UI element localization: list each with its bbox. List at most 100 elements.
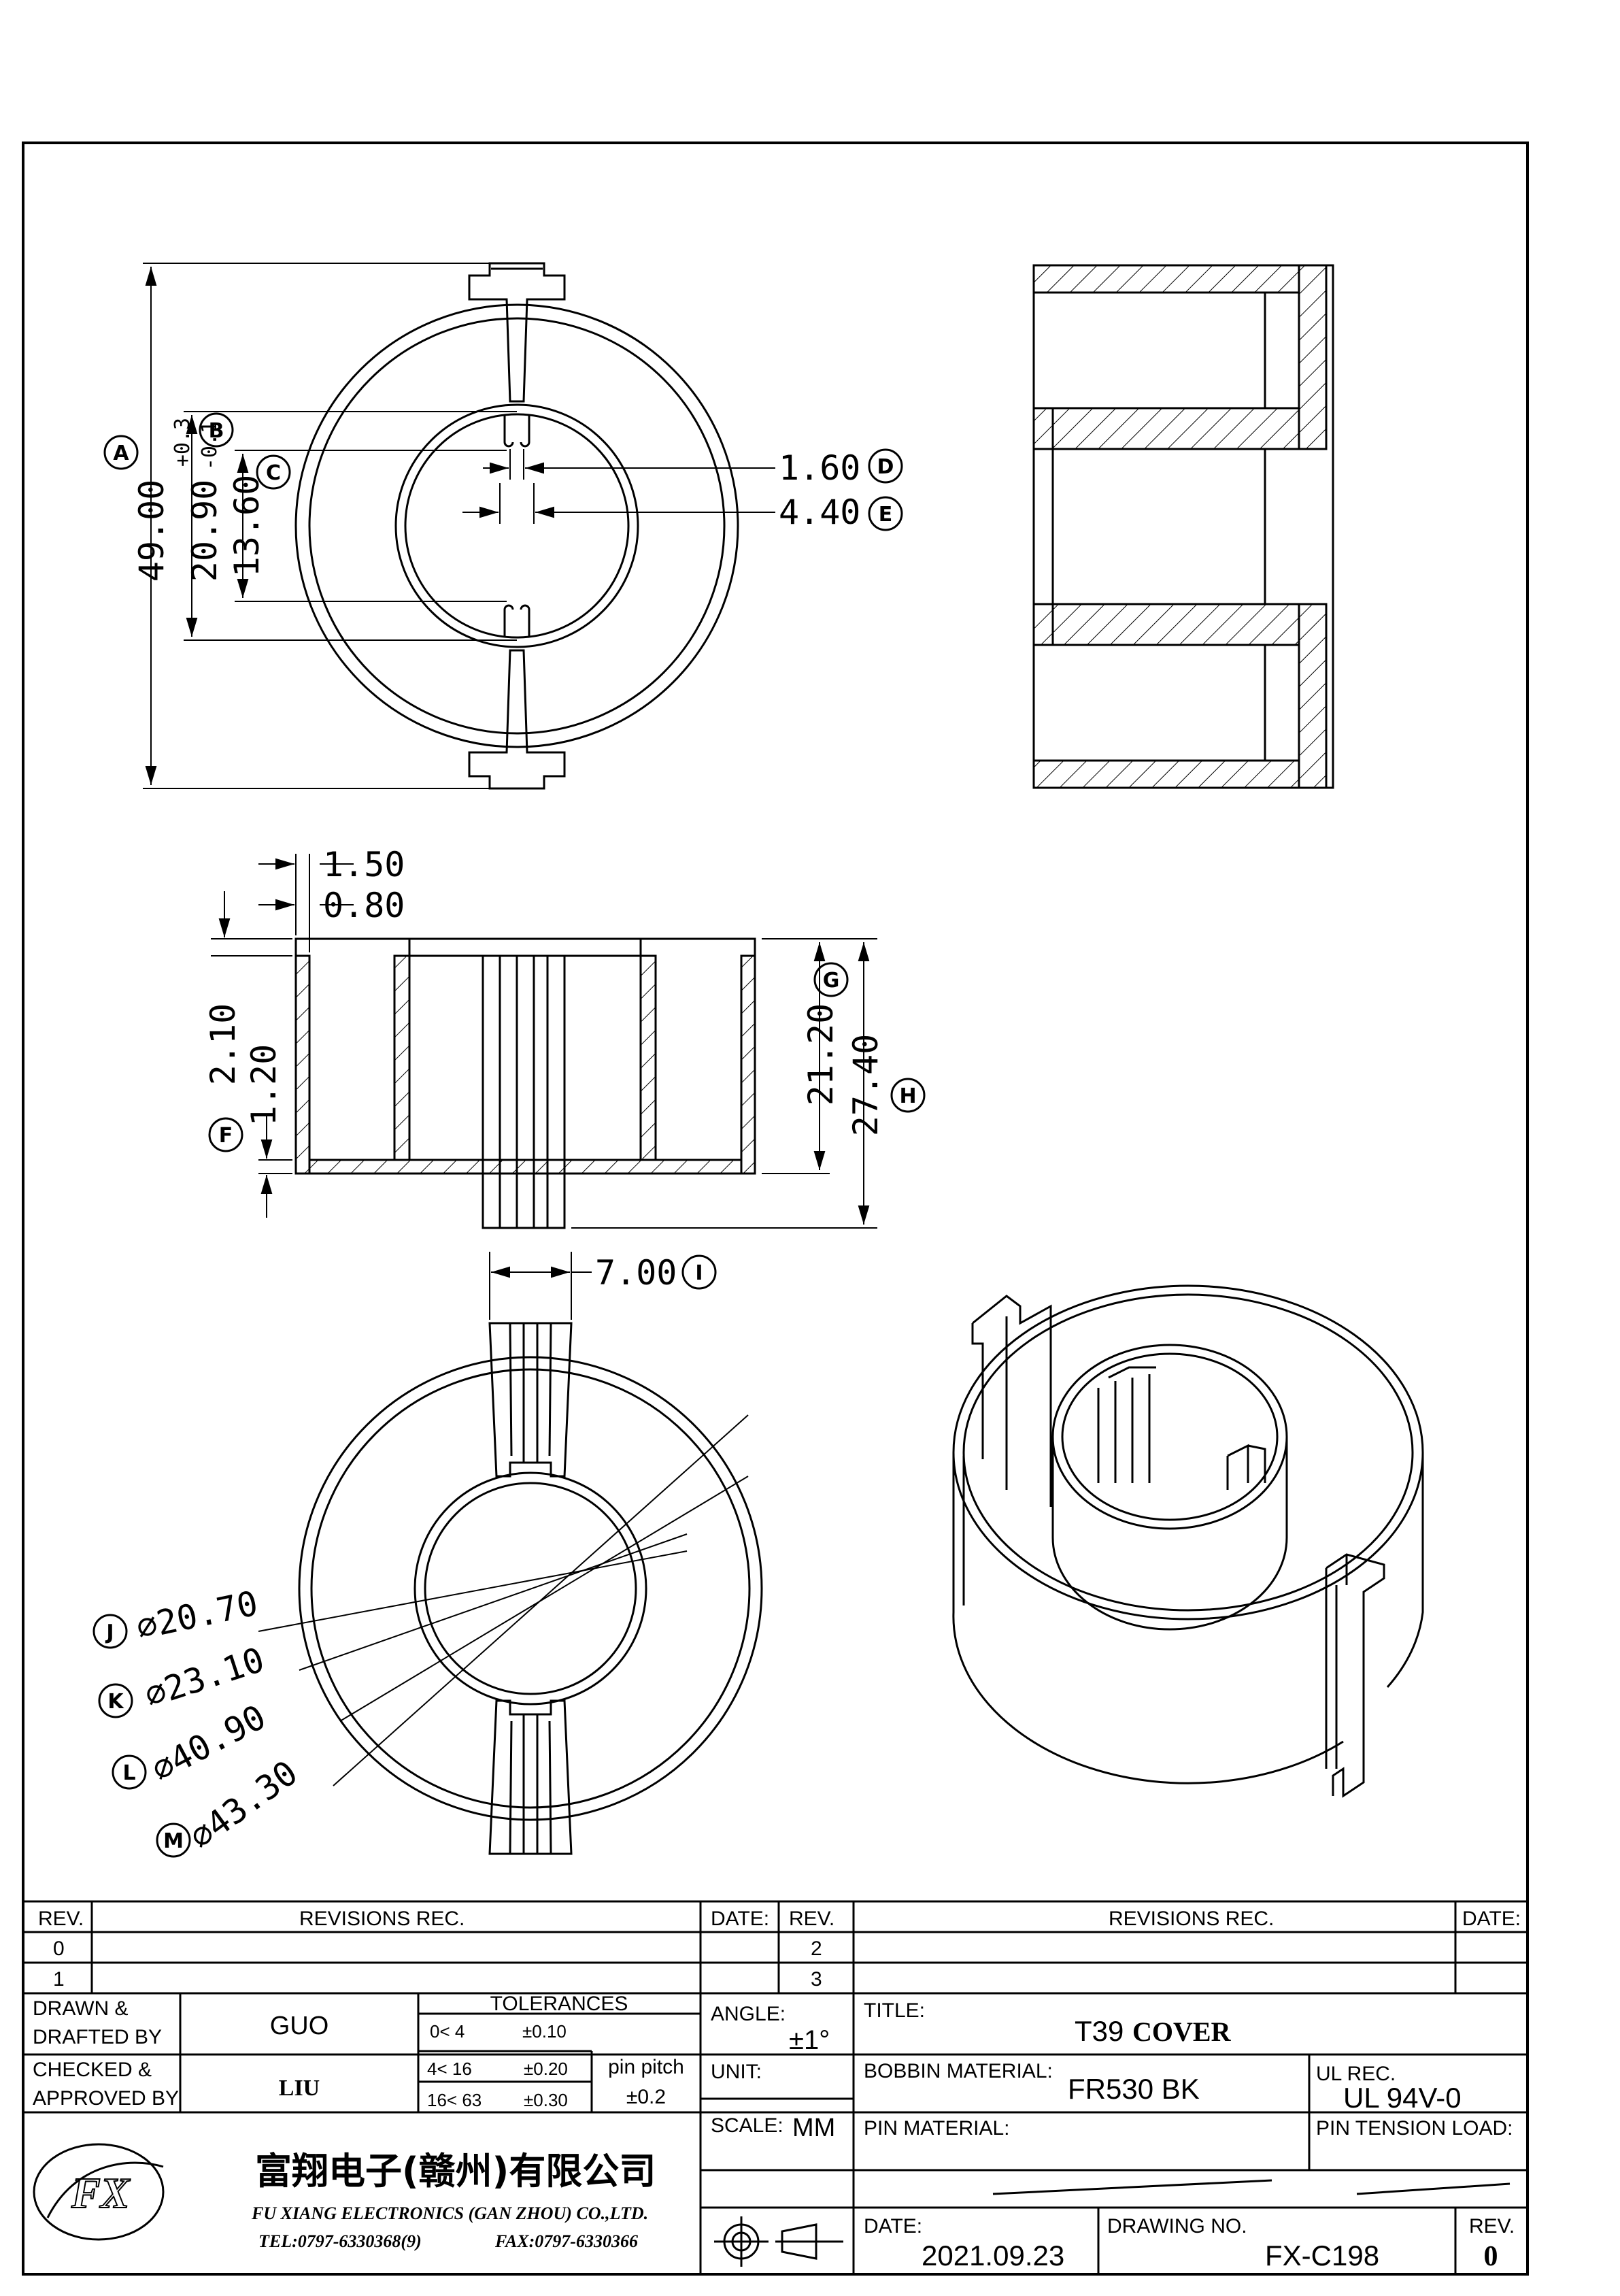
dim-j-value: ⌀20.70 bbox=[133, 1583, 261, 1647]
drawn-label-2: DRAFTED BY bbox=[33, 2026, 162, 2048]
drawing-no-label: DRAWING NO. bbox=[1107, 2215, 1247, 2237]
pin-material-label: PIN MATERIAL: bbox=[864, 2117, 1009, 2140]
svg-text:D: D bbox=[877, 455, 894, 479]
balloon-e: E bbox=[868, 496, 903, 531]
tolerance-row-1-tol: ±0.10 bbox=[522, 2021, 567, 2042]
checked-value: LIU bbox=[279, 2076, 320, 2101]
tolerances-header: TOLERANCES bbox=[490, 1993, 628, 2015]
balloon-m: M bbox=[156, 1823, 191, 1858]
revisions-header-left: REVISIONS REC. bbox=[299, 1908, 465, 1930]
company-tel: TEL:0797-6330368(9) bbox=[258, 2231, 422, 2251]
drawing-no-value: FX-C198 bbox=[1265, 2240, 1379, 2272]
rev-row-1: 1 bbox=[53, 1968, 65, 1991]
revisions-header-right: REVISIONS REC. bbox=[1109, 1908, 1274, 1930]
svg-text:C: C bbox=[266, 461, 281, 485]
rev-row-0: 0 bbox=[53, 1937, 65, 1960]
dim-b-value: 20.90 bbox=[185, 480, 224, 582]
dim-wall-b: 0.80 bbox=[323, 886, 405, 925]
tolerance-row-3-range: 16< 63 bbox=[427, 2090, 482, 2110]
sheet-border bbox=[22, 142, 1529, 2276]
dim-i-value: 7.00 bbox=[595, 1253, 677, 1293]
projection-symbol bbox=[714, 2216, 843, 2267]
title-value-bold: COVER bbox=[1132, 2016, 1232, 2047]
dim-wall-a: 1.50 bbox=[323, 845, 405, 884]
dim-step-a: 2.10 bbox=[203, 1003, 243, 1085]
bobbin-material-value: FR530 BK bbox=[1068, 2073, 1200, 2105]
svg-text:FX: FX bbox=[71, 2169, 131, 2217]
checked-label-2: APPROVED BY bbox=[33, 2087, 179, 2110]
dim-g-value: 21.20 bbox=[801, 1003, 841, 1106]
title-block-lines bbox=[23, 1900, 1528, 2274]
balloon-b: B bbox=[199, 412, 234, 448]
dim-f-value: 1.20 bbox=[244, 1044, 284, 1126]
drawn-label-1: DRAWN & bbox=[33, 1997, 129, 2020]
rev-value: 0 bbox=[1484, 2241, 1498, 2272]
svg-text:E: E bbox=[879, 503, 893, 527]
date-header-right: DATE: bbox=[1462, 1908, 1521, 1930]
angle-label: ANGLE: bbox=[711, 2003, 786, 2025]
date-label: DATE: bbox=[864, 2215, 922, 2237]
title-label: TITLE: bbox=[864, 1999, 925, 2022]
bottom-view-dimensions bbox=[258, 1252, 749, 1786]
balloon-i: I bbox=[681, 1254, 717, 1290]
balloon-g: G bbox=[813, 962, 849, 997]
top-view bbox=[294, 262, 739, 790]
balloon-c: C bbox=[256, 454, 291, 490]
ul-rec-value: UL 94V-0 bbox=[1343, 2082, 1462, 2114]
svg-text:F: F bbox=[219, 1124, 233, 1148]
tolerance-row-1-range: 0< 4 bbox=[430, 2021, 465, 2042]
drawn-value: GUO bbox=[270, 2012, 329, 2040]
tolerance-row-2-range: 4< 16 bbox=[427, 2059, 472, 2079]
rev-row-3: 3 bbox=[811, 1968, 822, 1991]
top-view-dimensions bbox=[143, 263, 775, 789]
title-value-prefix: T39 bbox=[1075, 2015, 1124, 2047]
rev-label: REV. bbox=[1469, 2215, 1515, 2237]
company-name-cn: 富翔电子(赣州)有限公司 bbox=[255, 2150, 656, 2193]
bobbin-material-label: BOBBIN MATERIAL: bbox=[864, 2060, 1053, 2082]
balloon-j: J bbox=[92, 1614, 128, 1649]
balloon-l: L bbox=[112, 1754, 147, 1790]
pin-pitch-value: ±0.2 bbox=[626, 2086, 666, 2108]
scale-label: SCALE: bbox=[711, 2114, 783, 2137]
dim-h-value: 27.40 bbox=[846, 1034, 885, 1137]
company-fax: FAX:0797-6330366 bbox=[494, 2231, 638, 2251]
isometric-view bbox=[952, 1284, 1424, 1798]
rev-header-right: REV. bbox=[789, 1908, 834, 1930]
side-view bbox=[294, 937, 756, 1229]
svg-text:I: I bbox=[695, 1261, 703, 1285]
company-name-en: FU XIANG ELECTRONICS (GAN ZHOU) CO.,LTD. bbox=[251, 2203, 648, 2223]
tolerance-row-3-tol: ±0.30 bbox=[524, 2090, 568, 2110]
rev-row-2: 2 bbox=[811, 1937, 822, 1960]
svg-text:H: H bbox=[899, 1084, 916, 1108]
svg-text:L: L bbox=[122, 1761, 135, 1785]
dim-c-value: 13.60 bbox=[227, 475, 267, 578]
pin-pitch-label: pin pitch bbox=[608, 2056, 684, 2078]
dim-d-value: 1.60 bbox=[779, 448, 860, 488]
svg-text:K: K bbox=[107, 1690, 124, 1714]
dim-e-value: 4.40 bbox=[779, 493, 860, 532]
balloon-h: H bbox=[890, 1078, 926, 1113]
svg-text:A: A bbox=[113, 442, 129, 465]
rev-header-left: REV. bbox=[38, 1908, 84, 1930]
bottom-view bbox=[298, 1322, 763, 1855]
balloon-f: F bbox=[208, 1117, 243, 1152]
date-value: 2021.09.23 bbox=[922, 2240, 1064, 2272]
angle-value: ±1° bbox=[789, 2025, 830, 2055]
svg-text:M: M bbox=[163, 1829, 184, 1853]
dim-a-value: 49.00 bbox=[132, 480, 171, 582]
checked-label-1: CHECKED & bbox=[33, 2059, 152, 2081]
unit-value: MM bbox=[792, 2114, 835, 2142]
balloon-k: K bbox=[98, 1683, 133, 1718]
tolerance-row-2-tol: ±0.20 bbox=[524, 2059, 568, 2079]
svg-text:B: B bbox=[209, 419, 224, 443]
dim-b-tol-plus: +0.3 bbox=[171, 418, 195, 467]
date-header-left: DATE: bbox=[711, 1908, 769, 1930]
side-view-dimensions bbox=[211, 854, 877, 1229]
company-logo: FX bbox=[33, 2143, 165, 2241]
pin-tension-label: PIN TENSION LOAD: bbox=[1316, 2117, 1513, 2140]
ul-rec-label: UL REC. bbox=[1316, 2063, 1396, 2085]
balloon-a: A bbox=[103, 435, 139, 470]
section-view bbox=[1032, 264, 1334, 789]
